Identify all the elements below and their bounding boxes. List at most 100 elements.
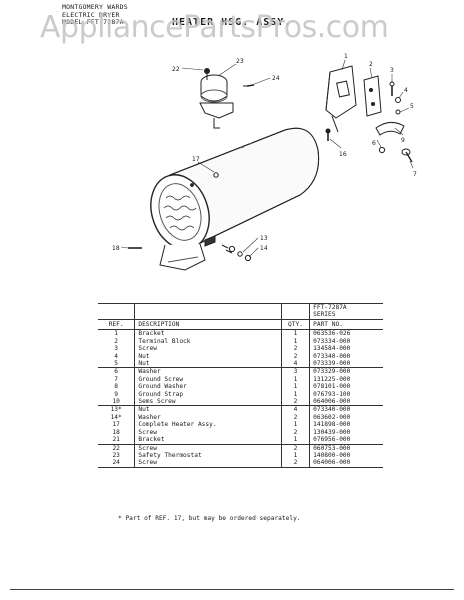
- cell-qty: 1: [281, 329, 311, 338]
- cell-ref: 3: [98, 345, 136, 353]
- callout-16: 16: [339, 151, 347, 158]
- callout-23: 23: [236, 58, 244, 65]
- model-header: MONTGOMERY WARDS ELECTRIC DRYER MODEL FF…: [62, 3, 128, 27]
- series-label: SERIES: [313, 311, 336, 319]
- cell-qty: 1: [281, 390, 311, 399]
- cell-description: Screw: [134, 428, 282, 437]
- cell-qty: 1: [281, 337, 311, 346]
- cell-part-no: 063536-026: [313, 330, 351, 338]
- cell-ref: 5: [98, 360, 136, 368]
- callout-3: 3: [390, 67, 394, 74]
- cell-description: Ground Washer: [134, 383, 282, 391]
- cell-description: Bracket: [134, 436, 282, 444]
- callout-14: 14: [260, 245, 268, 252]
- cell-description: Complete Heater Assy.: [134, 421, 282, 429]
- page-bottom-rule: [10, 589, 454, 590]
- cell-qty: 2: [281, 345, 311, 353]
- cell-part-no: 063602-000: [313, 413, 351, 421]
- cell-qty: 2: [281, 443, 311, 452]
- cell-description: Screw: [134, 443, 282, 452]
- cell-ref: 14*: [98, 413, 136, 422]
- cell-description: Safety Thermostat: [134, 451, 282, 460]
- cell-ref: 18: [98, 428, 136, 437]
- cell-part-no: 134584-000: [313, 345, 351, 353]
- brand-line: MONTGOMERY WARDS: [62, 3, 128, 11]
- parts-list-table: FFT-7287A SERIES REF. DESCRIPTION QTY. P…: [98, 303, 383, 468]
- cell-description: Screw: [134, 459, 282, 468]
- cell-part-no: 131225-000: [313, 375, 351, 383]
- cell-ref: 24: [98, 459, 136, 468]
- cell-part-no: 130439-000: [313, 428, 351, 436]
- cell-description: Terminal Block: [134, 337, 282, 346]
- product-line: ELECTRIC DRYER: [62, 10, 120, 19]
- col-header-ref: REF.: [98, 318, 136, 331]
- col-header-description: DESCRIPTION: [134, 318, 282, 331]
- model-line: MODEL FFT-7287A: [62, 18, 124, 26]
- callout-5: 5: [410, 103, 414, 110]
- cell-qty: 3: [281, 367, 311, 376]
- callout-1: 1: [344, 53, 348, 60]
- cell-qty: 2: [281, 398, 311, 406]
- watermark-text: AppliancePartsPros.com: [40, 10, 389, 45]
- cell-ref: 17: [98, 421, 136, 429]
- diagram-title: HEATER HSG. ASSY.: [172, 17, 292, 28]
- cell-ref: 2: [98, 337, 136, 346]
- callout-17: 17: [192, 156, 200, 163]
- cell-part-no: 060753-000: [309, 443, 383, 452]
- cell-ref: 1: [98, 329, 136, 338]
- column-header-row: REF. DESCRIPTION QTY. PART NO.: [98, 318, 383, 331]
- cell-part-no: 140800-000: [313, 451, 351, 459]
- cell-ref: 13*: [98, 405, 136, 414]
- cell-part-no: 073340-000: [309, 405, 383, 414]
- cell-description: Ground Strap: [134, 390, 282, 399]
- col-header-part-no: PART NO.: [309, 318, 383, 331]
- cell-part-no: 141898-000: [313, 421, 351, 429]
- right-bracket: [325, 65, 357, 133]
- cell-qty: 1: [281, 451, 311, 460]
- cell-ref: 21: [98, 436, 136, 444]
- cell-qty: 2: [281, 428, 311, 437]
- cell-ref: 9: [98, 390, 136, 399]
- cell-description: Nut: [134, 352, 282, 361]
- terminal-block: [363, 75, 382, 117]
- callout-18: 18: [112, 245, 120, 252]
- cell-part-no: 073340-000: [313, 352, 351, 360]
- cell-part-no: 073339-000: [313, 360, 351, 368]
- cell-ref: 4: [98, 352, 136, 361]
- callout-9: 9: [401, 137, 405, 144]
- callout-6: 6: [372, 140, 376, 147]
- cell-description: Bracket: [134, 329, 282, 338]
- cell-part-no: 073329-000: [309, 367, 383, 376]
- cell-description: Washer: [134, 367, 282, 376]
- callout-22: 22: [172, 66, 180, 73]
- callout-7: 7: [413, 171, 417, 178]
- cell-qty: 1: [281, 383, 311, 391]
- callout-4: 4: [404, 87, 408, 94]
- cell-qty: 1: [281, 436, 311, 444]
- series-model: FFT-7287A: [313, 304, 347, 311]
- cell-ref: 23: [98, 451, 136, 460]
- cell-description: Washer: [134, 413, 282, 422]
- cell-qty: 2: [281, 413, 311, 422]
- cell-qty: 1: [281, 421, 311, 429]
- cell-part-no: 076956-000: [313, 436, 351, 444]
- cell-part-no: 076793-100: [313, 390, 351, 398]
- cell-description: Sems Screw: [134, 398, 282, 406]
- cell-qty: 1: [281, 375, 311, 384]
- cell-ref: 8: [98, 383, 136, 391]
